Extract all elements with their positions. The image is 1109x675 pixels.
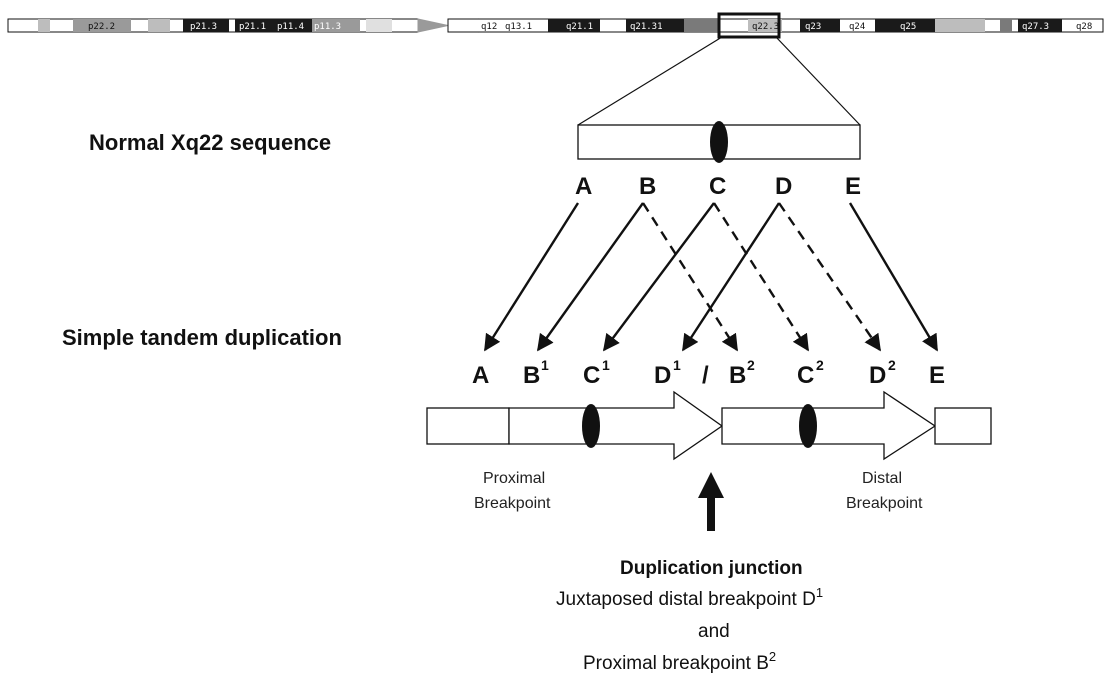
dup-letter-c2: C: [797, 362, 814, 389]
mapping-arrows: [483, 202, 939, 352]
dup-letter-b2: B: [729, 362, 746, 389]
proximal-breakpoint-line2: Breakpoint: [474, 495, 551, 512]
centromere-marker-copy-1: [582, 404, 600, 448]
duplication-heading: Simple tandem duplication: [62, 325, 342, 350]
normal-heading: Normal Xq22 sequence: [89, 130, 331, 155]
dup-letter-c1: C: [583, 362, 600, 389]
band-label-q24: q24: [849, 22, 865, 32]
distal-breakpoint-line2: Breakpoint: [846, 495, 923, 512]
band-label-p21-1: p21.1: [239, 22, 266, 32]
centromere-marker: [710, 121, 728, 163]
dup-slash: /: [702, 362, 709, 389]
band-label-p11-3: p11.3: [314, 22, 341, 32]
band-label-q13-1: q13.1: [505, 22, 532, 32]
arrow-b-solid: [537, 202, 644, 352]
zoom-lines: [577, 36, 861, 126]
band-label-p11-4: p11.4: [277, 22, 304, 32]
normal-sequence-bar: [577, 121, 861, 163]
dup-letter-d2-sup: 2: [888, 357, 896, 373]
arrow-d-solid: [681, 202, 781, 352]
band-label-q27-3: q27.3: [1022, 22, 1049, 32]
normal-letter-d: D: [775, 173, 792, 200]
duplicated-sequence-bar: [426, 390, 992, 461]
normal-letter-a: A: [575, 173, 592, 200]
arrow-a: [483, 202, 580, 352]
duplication-arrow-2: [721, 390, 937, 461]
dup-letter-b1-sup: 1: [541, 357, 549, 373]
arrow-c-solid: [602, 202, 715, 352]
distal-breakpoint-line1: Distal: [862, 470, 902, 487]
dup-letter-c1-sup: 1: [602, 357, 610, 373]
chromosome-x-ideogram: p22.2 p21.3 p21.1 p11.4 p11.3 q12 q13.1 …: [7, 12, 1104, 39]
dup-letter-d1-sup: 1: [673, 357, 681, 373]
arrow-e: [848, 202, 939, 352]
dup-letter-e: E: [929, 362, 945, 389]
band-label-q21-31: q21.31: [630, 22, 663, 32]
band-label-p22-2: p22.2: [88, 22, 115, 32]
band-label-q12: q12: [481, 22, 497, 32]
arrow-d-dashed: [778, 202, 881, 352]
dup-letter-a: A: [472, 362, 489, 389]
band-label-q25: q25: [900, 22, 916, 32]
centromere-marker-copy-2: [799, 404, 817, 448]
arrow-c-dashed: [712, 202, 810, 352]
junction-line2: and: [698, 621, 730, 642]
band-label-q22-3: q22.3: [752, 22, 779, 32]
dup-letter-b1: B: [523, 362, 540, 389]
dup-letter-d2: D: [869, 362, 886, 389]
normal-letter-b: B: [639, 173, 656, 200]
junction-title: Duplication junction: [620, 558, 803, 579]
junction-caption: Duplication junction Juxtaposed distal b…: [556, 558, 823, 674]
duplication-letters: A B 1 C 1 D 1 / B 2 C 2 D 2 E: [472, 357, 945, 389]
arrow-b-dashed: [641, 202, 739, 352]
proximal-breakpoint-line1: Proximal: [483, 470, 545, 487]
junction-arrow: [698, 472, 724, 531]
dup-letter-d1: D: [654, 362, 671, 389]
normal-letter-e: E: [845, 173, 861, 200]
dup-letter-c2-sup: 2: [816, 357, 824, 373]
dup-letter-b2-sup: 2: [747, 357, 755, 373]
junction-line3: Proximal breakpoint B2: [583, 649, 776, 674]
normal-letter-c: C: [709, 173, 726, 200]
junction-line1: Juxtaposed distal breakpoint D1: [556, 585, 823, 610]
band-label-q28: q28: [1076, 22, 1092, 32]
q22-highlight-box: [717, 12, 781, 39]
band-label-q23: q23: [805, 22, 821, 32]
band-label-q21-1: q21.1: [566, 22, 593, 32]
band-label-p21-3: p21.3: [190, 22, 217, 32]
duplication-arrow-1: [508, 390, 724, 461]
